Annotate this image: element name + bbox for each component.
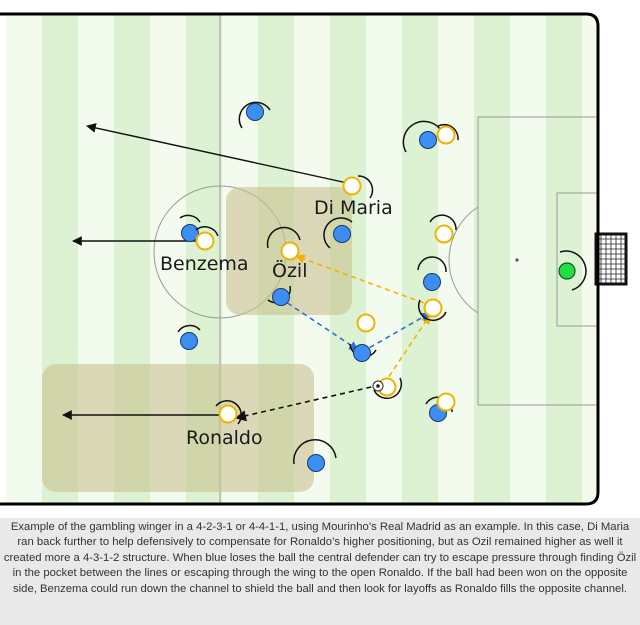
blue-pressure-line-a xyxy=(279,297,359,351)
label-ozil: Özil xyxy=(272,259,308,282)
pitch-svg: Di Maria Benzema Özil Ronaldo xyxy=(0,12,628,506)
penalty-arc xyxy=(448,206,479,314)
penalty-spot xyxy=(515,258,519,262)
blue-player xyxy=(349,343,377,362)
white-player xyxy=(429,214,457,244)
figure-caption: Example of the gambling winger in a 4-2-… xyxy=(0,518,640,625)
white-player xyxy=(436,392,456,412)
ball-to-defender-pass xyxy=(383,314,431,385)
benzema-marker xyxy=(195,226,219,251)
wing-zone xyxy=(42,364,314,492)
blue-player xyxy=(267,285,292,306)
white-player xyxy=(356,313,376,333)
white-team xyxy=(195,123,459,425)
pass-lines xyxy=(234,254,433,422)
tactics-diagram: Di Maria Benzema Özil Ronaldo xyxy=(0,12,628,506)
blue-player xyxy=(323,217,353,249)
goalkeeper-marker xyxy=(558,250,587,291)
pitch-border xyxy=(0,12,600,506)
player-runs xyxy=(62,123,353,420)
blue-player xyxy=(293,439,337,472)
label-benzema: Benzema xyxy=(160,253,249,275)
blue-player xyxy=(177,324,201,350)
blue-player xyxy=(402,120,443,153)
pass-to-ronaldo xyxy=(234,384,381,422)
blue-player xyxy=(179,214,201,242)
central-defender-marker xyxy=(417,298,447,322)
goal-net xyxy=(594,232,628,286)
ozil-marker xyxy=(266,226,301,261)
ball-icon xyxy=(372,380,384,392)
pass-to-ozil xyxy=(295,254,433,307)
di-maria-run-arrow xyxy=(86,123,353,185)
white-player xyxy=(436,123,459,145)
blue-player xyxy=(238,101,271,129)
label-di-maria: Di Maria xyxy=(314,197,393,219)
di-maria-marker xyxy=(342,175,374,199)
label-ronaldo: Ronaldo xyxy=(186,427,263,449)
ronaldo-marker xyxy=(215,400,242,425)
blue-player xyxy=(417,256,447,291)
blue-pressure-line-b xyxy=(361,312,431,353)
